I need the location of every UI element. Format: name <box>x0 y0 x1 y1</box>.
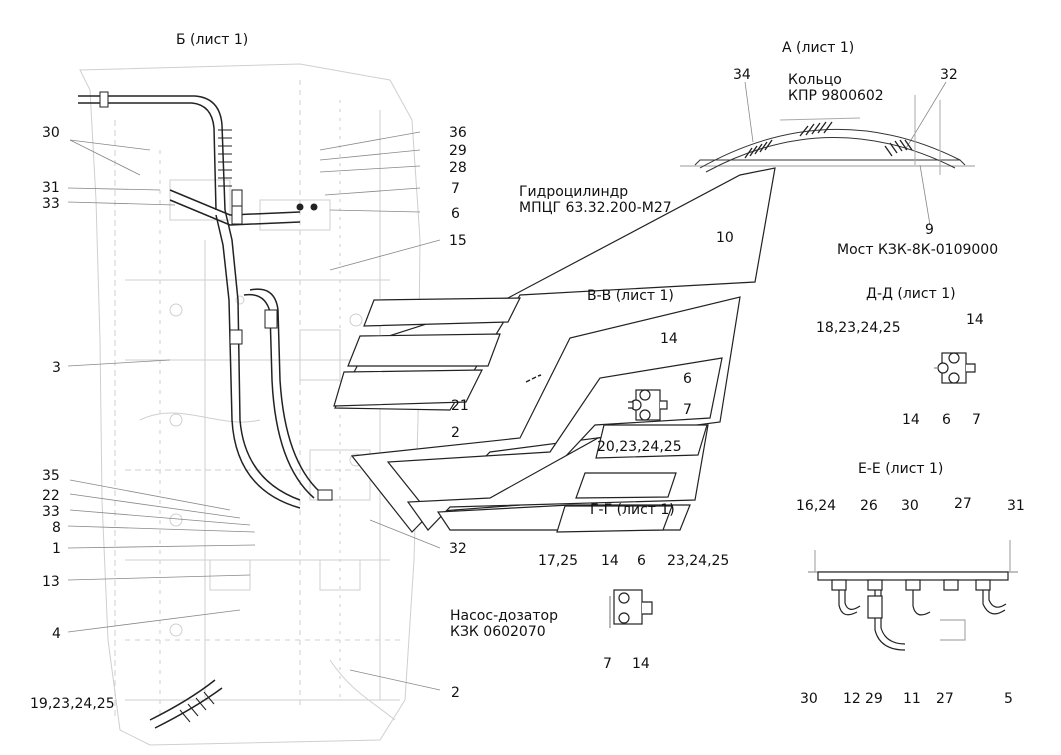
callout-gg: 14 <box>632 656 650 672</box>
gg-view-fitting <box>609 589 653 628</box>
dd-view-fitting <box>934 352 976 384</box>
callout-vv: 14 <box>660 331 678 347</box>
callout-dd: 7 <box>972 412 981 428</box>
fittings <box>99 91 333 501</box>
vv-view-fitting <box>628 389 668 421</box>
callout-vv: 7 <box>683 402 692 418</box>
callout-dd: 14 <box>966 312 984 328</box>
callout-mid: 21 <box>451 398 469 414</box>
callout-mid: 32 <box>449 541 467 557</box>
callout-ee-top: 27 <box>954 496 972 512</box>
view-title-dd: Д-Д (лист 1) <box>866 286 956 302</box>
callout-left: 33 <box>42 504 60 520</box>
ring-code: КПР 9800602 <box>788 88 884 104</box>
callout-gg: 23,24,25 <box>667 553 729 569</box>
a-view-bridge <box>680 95 975 175</box>
hydraulic-hoses <box>78 95 321 729</box>
callout-ee-bottom: 12 <box>843 691 861 707</box>
callout-mid: 15 <box>449 233 467 249</box>
a-view-springs <box>744 121 913 159</box>
callout-mid: 29 <box>449 143 467 159</box>
hose-coil <box>179 129 232 723</box>
callout-mid: 36 <box>449 125 467 141</box>
callout-dd: 14 <box>902 412 920 428</box>
ring-name: Кольцо <box>788 72 842 88</box>
callout-ee-bottom: 5 <box>1004 691 1013 707</box>
callout-left: 22 <box>42 488 60 504</box>
callout-ee-bottom: 29 <box>865 691 883 707</box>
view-title-vv: В-В (лист 1) <box>587 288 674 304</box>
callout-mid: 28 <box>449 160 467 176</box>
callout-mid: 7 <box>451 181 460 197</box>
callout-left: 33 <box>42 196 60 212</box>
callout-ee-bottom: 27 <box>936 691 954 707</box>
callout-mid: 2 <box>451 425 460 441</box>
callout-dd: 18,23,24,25 <box>816 320 901 336</box>
callout-mid: 2 <box>451 685 460 701</box>
callout-ee-top: 26 <box>860 498 878 514</box>
pump-name: Насос-дозатор <box>450 608 558 624</box>
callout-ee-top: 31 <box>1007 498 1025 514</box>
pump-code: КЗК 0602070 <box>450 624 546 640</box>
callout-gg: 17,25 <box>538 553 578 569</box>
view-title-a: А (лист 1) <box>782 40 854 56</box>
callout-gg: 14 <box>601 553 619 569</box>
callout-vv: 6 <box>683 371 692 387</box>
callout-ee-top: 30 <box>901 498 919 514</box>
callout-ee-top: 16,24 <box>796 498 836 514</box>
cylinder-name: Гидроцилиндр <box>519 184 628 200</box>
callout-left: 1 <box>52 541 61 557</box>
callout-a: 10 <box>716 230 734 246</box>
callout-left: 8 <box>52 520 61 536</box>
callout-mid: 6 <box>451 206 460 222</box>
callout-left: 4 <box>52 626 61 642</box>
callout-left: 19,23,24,25 <box>30 696 115 712</box>
callout-left: 31 <box>42 180 60 196</box>
view-title-gg: Г-Г (лист 1) <box>590 502 675 518</box>
view-title-b: Б (лист 1) <box>176 32 248 48</box>
callout-ee-bottom: 30 <box>800 691 818 707</box>
callout-left: 13 <box>42 574 60 590</box>
vv-small-marks <box>525 374 542 383</box>
callout-vv: 20,23,24,25 <box>597 439 682 455</box>
callout-gg: 6 <box>637 553 646 569</box>
bridge-name: Мост КЗК-8К-0109000 <box>837 242 998 258</box>
callout-ee-bottom: 11 <box>903 691 921 707</box>
view-title-ee: Е-Е (лист 1) <box>858 461 943 477</box>
ee-view-manifold <box>808 540 1018 651</box>
cylinder-code: МПЦГ 63.32.200-М27 <box>519 200 672 216</box>
callout-a: 34 <box>733 67 751 83</box>
leader-lines <box>67 81 947 691</box>
callout-gg: 7 <box>603 656 612 672</box>
callout-a: 9 <box>925 222 934 238</box>
callout-dd: 6 <box>942 412 951 428</box>
callout-left: 3 <box>52 360 61 376</box>
callout-boxes <box>333 297 708 533</box>
callout-left: 35 <box>42 468 60 484</box>
callout-left: 30 <box>42 125 60 141</box>
callout-a: 32 <box>940 67 958 83</box>
